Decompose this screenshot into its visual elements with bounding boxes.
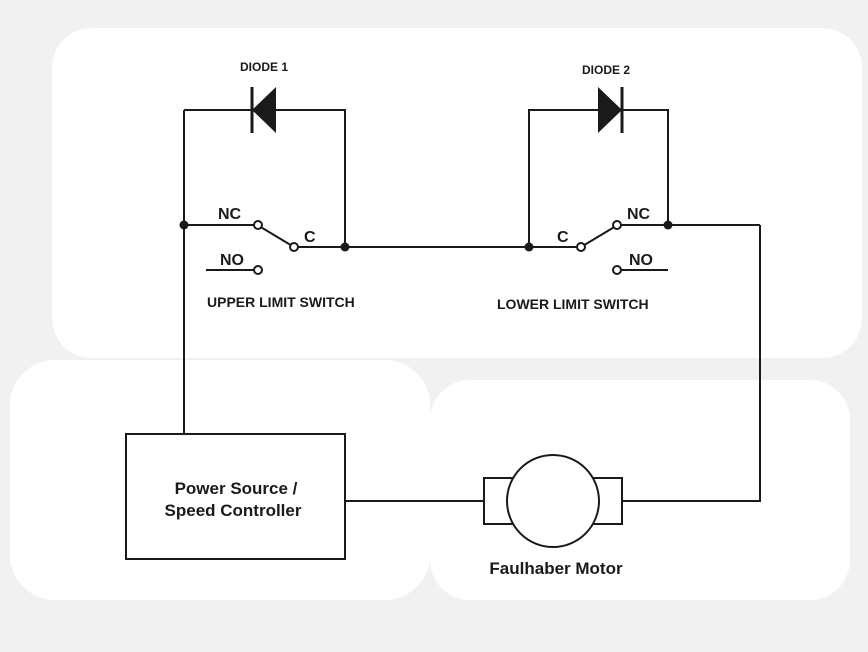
motor-symbol [483, 454, 623, 548]
upper-nc-label: NC [218, 206, 242, 223]
diode-1-label: DIODE 1 [240, 60, 288, 74]
diode-2-triangle [598, 87, 622, 133]
lower-nc-label: NC [627, 206, 651, 223]
upper-c-label: C [304, 229, 316, 246]
diode-2-symbol [598, 87, 624, 133]
motor-label: Faulhaber Motor [489, 559, 623, 578]
wire-diode1-right [276, 109, 346, 247]
power-source-line1: Power Source / [175, 479, 298, 498]
switch-terminals [253, 220, 622, 275]
motor-rotor [506, 454, 600, 548]
upper-switch-lever [258, 225, 295, 248]
upper-limit-switch-label: UPPER LIMIT SWITCH [207, 294, 355, 310]
junction-dot [179, 220, 189, 230]
lower-limit-switch-label: LOWER LIMIT SWITCH [497, 296, 649, 312]
upper-no-label: NO [220, 252, 244, 269]
upper-nc-terminal [253, 220, 263, 230]
junctions [179, 220, 673, 252]
diode-1-triangle [252, 87, 276, 133]
lower-nc-terminal [612, 220, 622, 230]
junction-dot [340, 242, 350, 252]
lower-no-label: NO [629, 252, 653, 269]
diode-2-label: DIODE 2 [582, 63, 630, 77]
lower-c-terminal [576, 242, 586, 252]
power-source-box [125, 433, 346, 560]
lower-c-label: C [557, 229, 569, 246]
diode-1-symbol [250, 87, 276, 133]
wire-diode2-left [528, 109, 598, 247]
upper-c-terminal [289, 242, 299, 252]
upper-no-terminal [253, 265, 263, 275]
lower-switch-lever [580, 225, 617, 248]
junction-dot [524, 242, 534, 252]
wires [183, 109, 761, 502]
lower-no-terminal [612, 265, 622, 275]
power-source-line2: Speed Controller [165, 501, 302, 520]
wire-diode2-right [622, 109, 669, 225]
wire-right-vertical [622, 225, 761, 502]
junction-dot [663, 220, 673, 230]
